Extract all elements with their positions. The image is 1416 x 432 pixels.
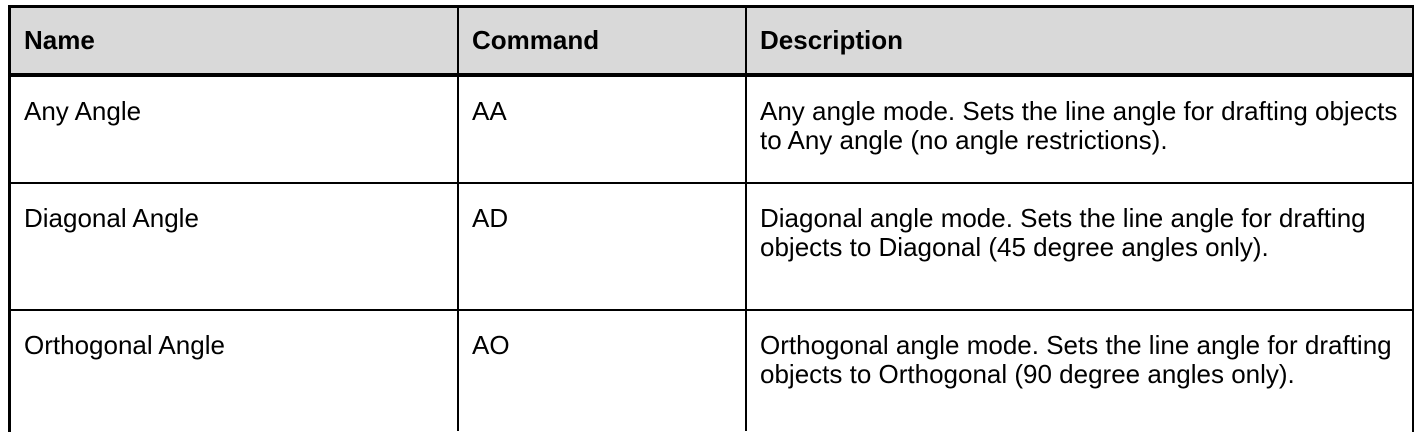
cell-command: AD [457,183,746,311]
table-row: Diagonal Angle AD Diagonal angle mode. S… [11,183,1412,311]
cell-name: Orthogonal Angle [24,330,225,360]
cell-command: AA [457,75,746,184]
cell-name: Any Angle [11,75,458,184]
cell-description: Orthogonal angle mode. Sets the line ang… [745,310,1412,431]
cell-description: Diagonal angle mode. Sets the line angle… [745,183,1412,311]
table-row: Any Angle AA Any angle mode. Sets the li… [11,75,1412,184]
header-name: Name [11,8,458,77]
table-header-row: Name Command Description [11,8,1412,77]
command-table: Name Command Description Any Angle AA An… [11,8,1412,431]
table-row: Orthogonal Angle AO Orthogonal angle mod… [11,310,1412,431]
header-description: Description [745,8,1412,77]
command-table-container: Name Command Description Any Angle AA An… [8,5,1414,432]
header-command: Command [457,8,746,77]
cell-command: AO [457,310,746,431]
cell-description: Any angle mode. Sets the line angle for … [745,75,1412,184]
cell-name: Diagonal Angle [11,183,458,311]
